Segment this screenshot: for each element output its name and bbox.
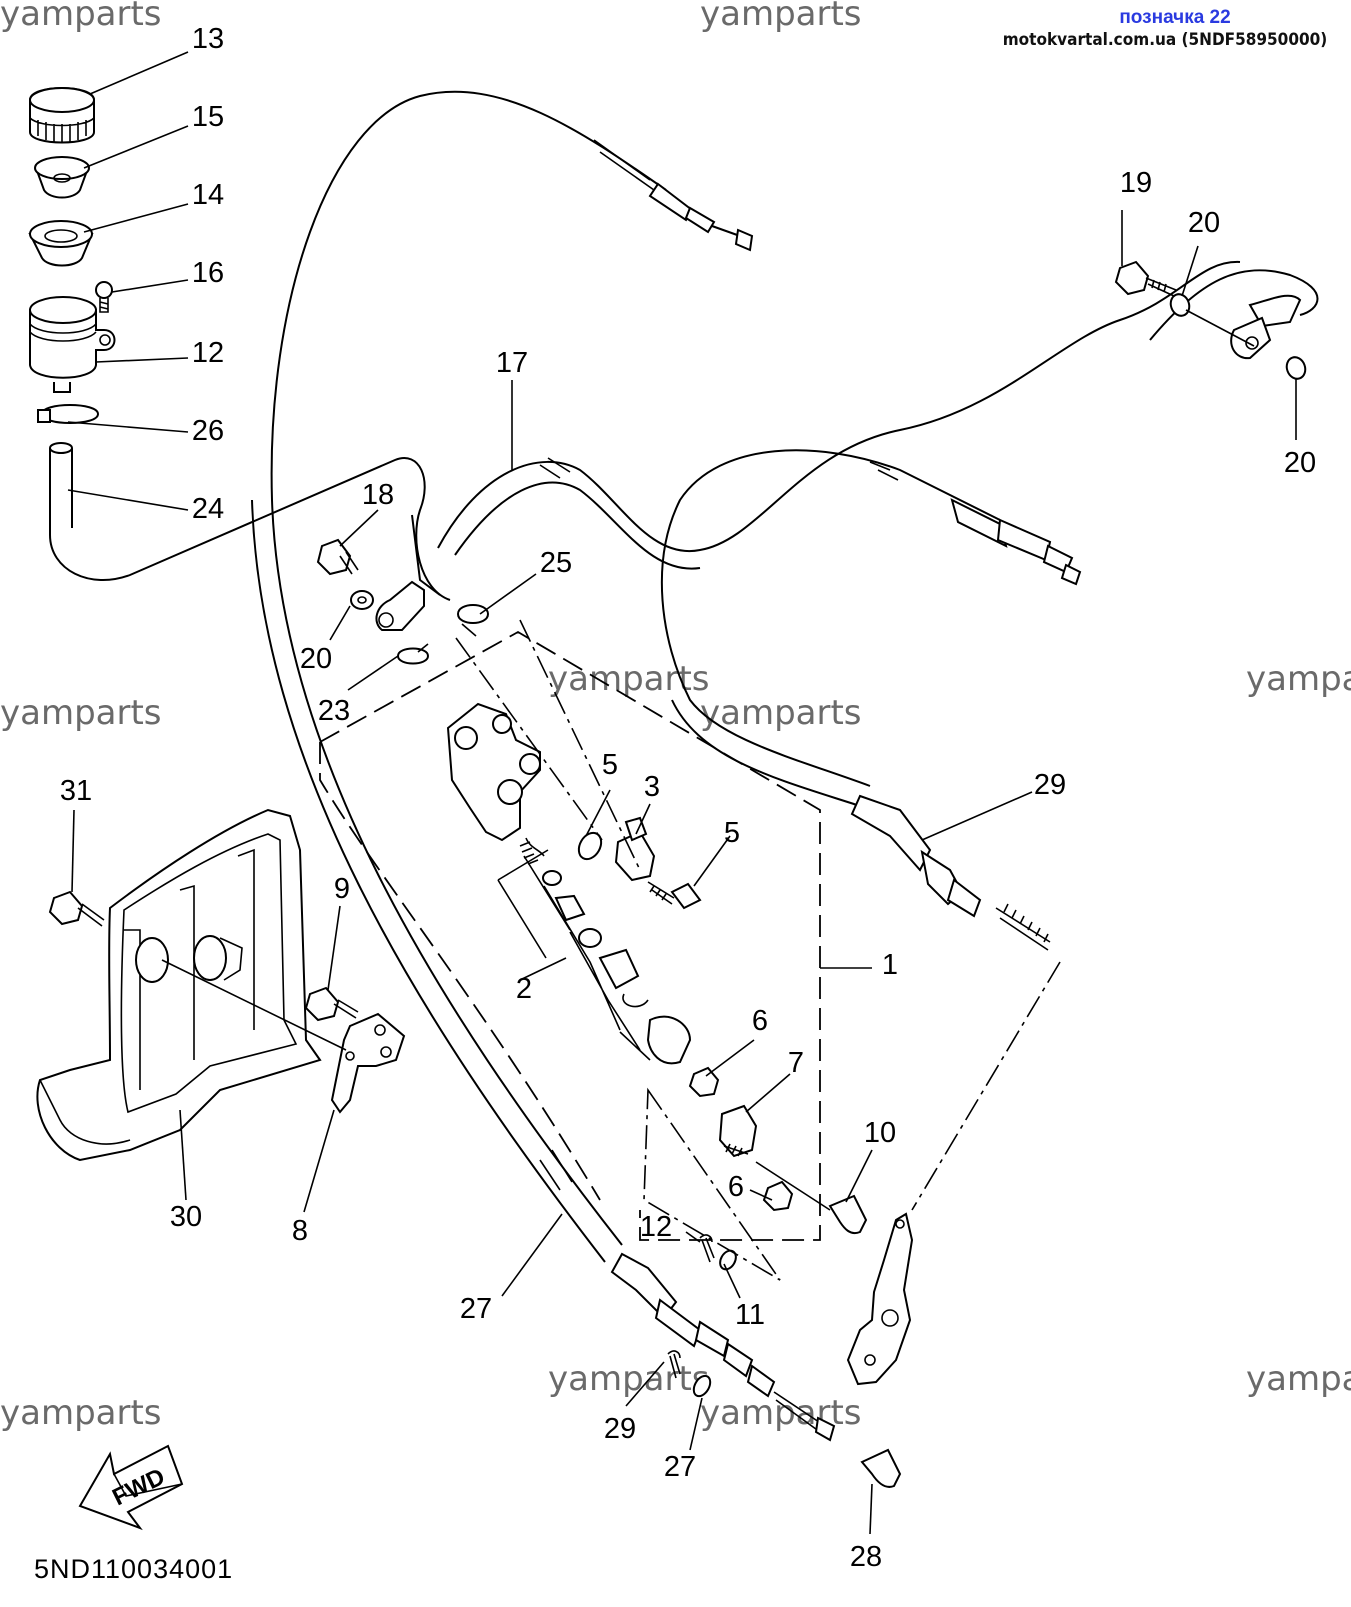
- callout-label: 1: [882, 949, 898, 981]
- watermark: yamparts: [700, 0, 862, 34]
- callout-label: 15: [192, 101, 224, 133]
- header-title: позначка 22: [1119, 7, 1230, 28]
- callout-label: 6: [752, 1005, 768, 1037]
- cotter-28: [667, 1350, 681, 1379]
- callout-label: 31: [60, 775, 92, 807]
- callout-label: 2: [516, 973, 532, 1005]
- callout-label: 20: [300, 643, 332, 675]
- diagram-code: 5ND110034001: [34, 1554, 233, 1584]
- bolt-19-left: [316, 538, 359, 576]
- callout-label: 3: [644, 771, 660, 803]
- callout-label: 27: [460, 1293, 492, 1325]
- callout-label: 16: [192, 257, 224, 289]
- washer-20-right-b: [1285, 356, 1307, 380]
- cover-30: [36, 808, 322, 1162]
- watermark: yamparts: [700, 1393, 862, 1433]
- callout-label: 17: [496, 347, 528, 379]
- callout-label: 8: [292, 1215, 308, 1247]
- washer-20-right-a: [1169, 293, 1191, 317]
- callout-label: 28: [850, 1541, 882, 1573]
- callout-label: 25: [540, 547, 572, 579]
- cable-25-end: [610, 1252, 836, 1442]
- watermark: yamparts: [0, 693, 162, 733]
- callout-label: 20: [1284, 447, 1316, 479]
- callout-label: 18: [362, 479, 394, 511]
- callout-label: 7: [788, 1047, 804, 1079]
- pin-10: [755, 1161, 868, 1234]
- nut-6: [688, 1066, 794, 1212]
- lever-bracket: [846, 1212, 914, 1386]
- screw-5: [647, 881, 702, 910]
- dashdot-leaders: [455, 619, 1061, 1281]
- master-cylinder-body: [446, 702, 541, 842]
- callout-label: 29: [1034, 769, 1066, 801]
- watermark: yamparts: [0, 1393, 162, 1433]
- reservoir-tank: [29, 296, 116, 393]
- header-subtitle: motokvartal.com.ua (5NDF58950000): [1003, 30, 1328, 50]
- callout-label: 23: [318, 695, 350, 727]
- callout-label: 6: [728, 1171, 744, 1203]
- callout-label: 26: [192, 415, 224, 447]
- callout-label: 27: [664, 1451, 696, 1483]
- clutch-cable-29: [660, 449, 1082, 951]
- watermark: yamparts: [1246, 659, 1351, 699]
- banjo-left: [375, 580, 425, 631]
- union-3: [614, 816, 656, 882]
- bolt-19-right: [1114, 260, 1177, 297]
- callout-label: 20: [1188, 207, 1220, 239]
- watermark: yamparts: [548, 1359, 710, 1399]
- leader-line: [161, 959, 347, 1051]
- reservoir-cap: [29, 87, 95, 144]
- callout-label: 12: [192, 337, 224, 369]
- bracket-8: [330, 1012, 406, 1114]
- leader-lines: [67, 51, 1297, 1535]
- callout-label: 12: [640, 1211, 672, 1243]
- bolt-31: [48, 890, 105, 927]
- callout-label: 24: [192, 493, 224, 525]
- master-cylinder-outline: [319, 630, 872, 1241]
- callout-label: 5: [602, 749, 618, 781]
- diaphragm-holder: [34, 156, 90, 199]
- washer-27: [692, 1374, 712, 1398]
- watermark: yamparts: [700, 693, 862, 733]
- washer-11: [719, 1249, 737, 1271]
- clip-21: [396, 643, 430, 665]
- callout-label: 30: [170, 1201, 202, 1233]
- callout-label: 13: [192, 23, 224, 55]
- callout-label: 5: [724, 817, 740, 849]
- clamp-23: [456, 604, 490, 637]
- clutch-cable: [251, 90, 754, 1263]
- diaphragm: [28, 220, 94, 267]
- reservoir-screw: [95, 281, 113, 313]
- clevis-7: [718, 1104, 758, 1158]
- callout-label: 11: [735, 1299, 765, 1331]
- washer-20-left: [350, 590, 374, 610]
- watermark: yamparts: [1246, 1359, 1351, 1399]
- callout-label: 10: [864, 1117, 896, 1149]
- callout-label: 9: [334, 873, 350, 905]
- piston-kit: [497, 837, 692, 1065]
- pin-26: [860, 1448, 902, 1488]
- fwd-arrow: FWD: [78, 1444, 184, 1531]
- reservoir-hose: [49, 442, 451, 601]
- callout-label: 14: [192, 179, 224, 211]
- hose-clamp: [37, 404, 100, 424]
- oring-4: [577, 831, 603, 861]
- leader-line: [1185, 309, 1255, 347]
- watermark: yamparts: [0, 0, 162, 34]
- bolt-9: [304, 986, 359, 1022]
- callout-label: 29: [604, 1413, 636, 1445]
- callout-label: 19: [1120, 167, 1152, 199]
- clutch-hose: [437, 260, 1319, 570]
